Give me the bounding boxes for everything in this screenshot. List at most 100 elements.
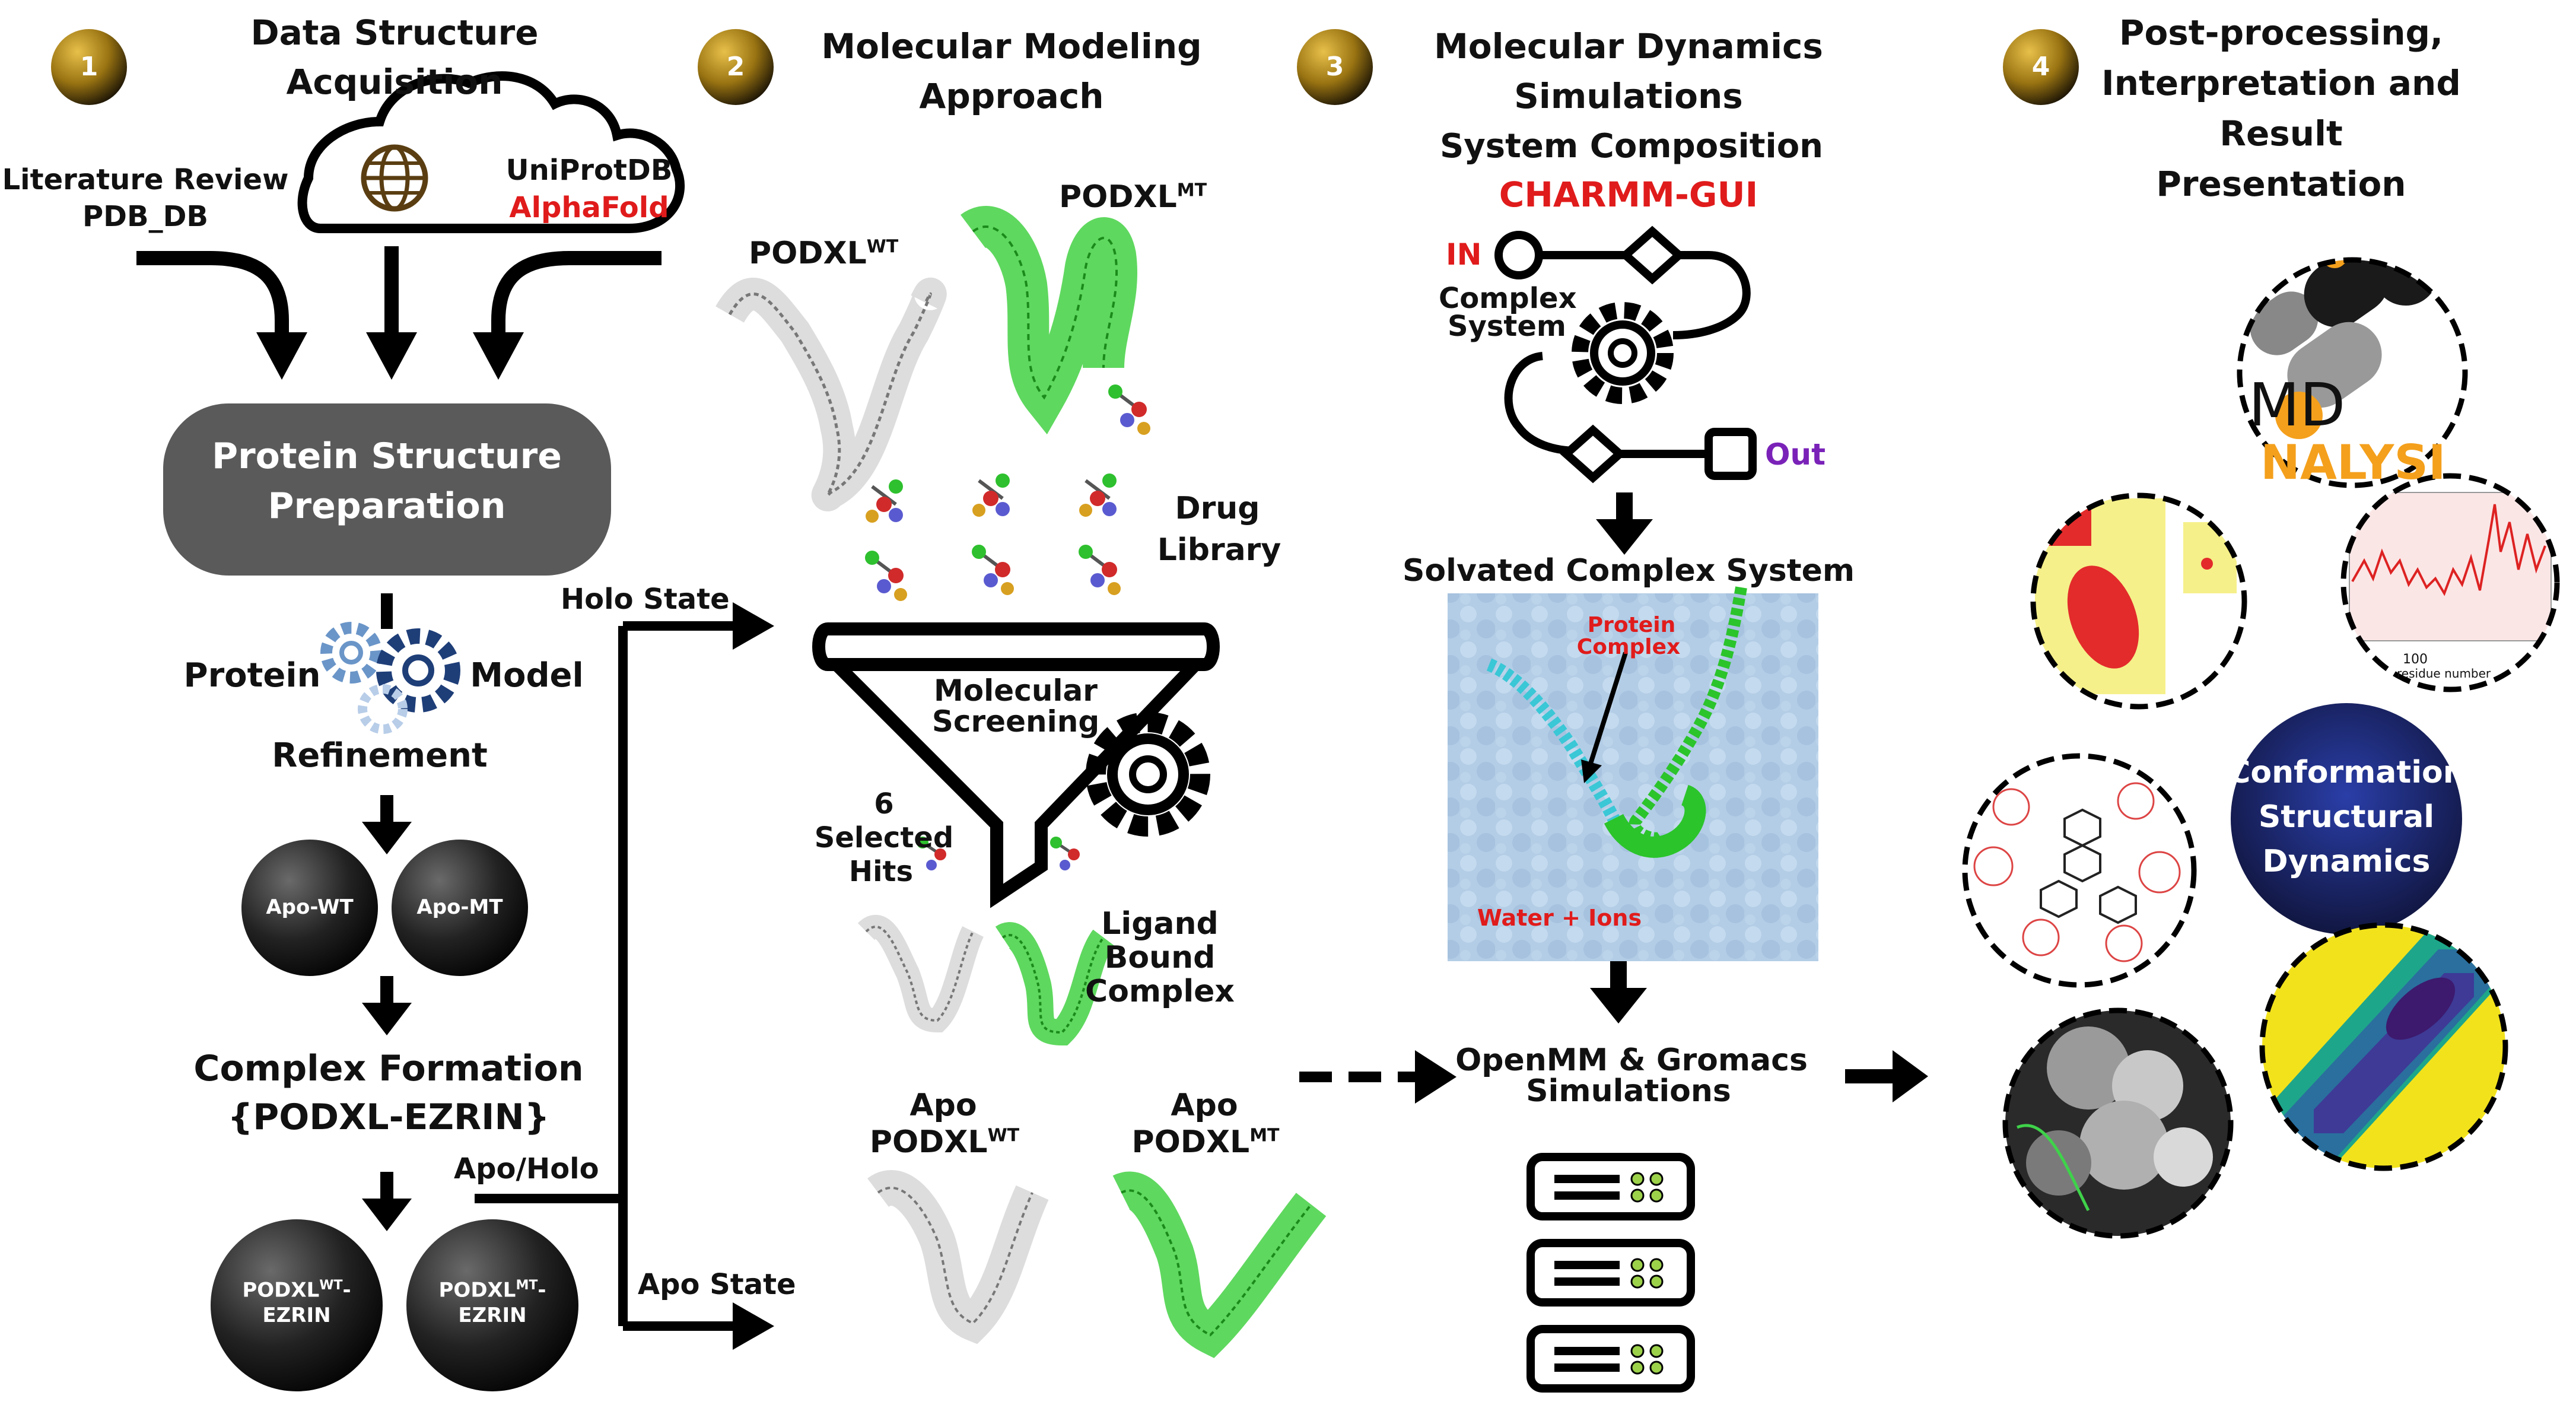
- md-logo-bottom: NALYSI: [2260, 435, 2446, 490]
- step-2-title-line1: Molecular Modeling: [821, 26, 1202, 66]
- screening-funnel-icon: [812, 622, 1220, 908]
- apo-mt-label: Apo-MT: [416, 895, 503, 919]
- apo-mt-ball: [392, 840, 528, 976]
- refine-protein-label: Protein: [183, 656, 321, 695]
- charmm-in-label: IN: [1446, 237, 1482, 272]
- system-composition-label: System Composition: [1439, 127, 1824, 166]
- alphafold-label: AlphaFold: [509, 191, 669, 224]
- apo-holo-label: Apo/Holo: [454, 1152, 599, 1185]
- screening-gear-icon: [1086, 712, 1210, 837]
- arrow-to-analysis: [1845, 1050, 1928, 1102]
- solvated-complex-label: Solvated Complex System: [1402, 553, 1855, 589]
- badge-2-number: 2: [726, 52, 745, 82]
- ligand-bound-complex-structures: [857, 915, 1115, 1046]
- openmm-gromacs-line1: OpenMM & Gromacs: [1455, 1042, 1808, 1078]
- charmm-out-label: Out: [1765, 437, 1826, 472]
- apo-mt-struct-line2: PODXLMT: [1131, 1124, 1280, 1160]
- apo-wt-struct-line1: Apo: [909, 1088, 977, 1123]
- cloud-globe-icon: [297, 71, 685, 233]
- rmsf-plot: [2343, 476, 2557, 689]
- complex-formation-line1: Complex Formation: [193, 1048, 584, 1089]
- podxl-wt-structure: [715, 277, 947, 511]
- conformation-dynamics-ball: [2231, 703, 2462, 935]
- water-ions-label: Water + Ions: [1477, 905, 1642, 931]
- badge-3: [1297, 29, 1373, 105]
- protein-complex-in-water: [1486, 586, 1747, 858]
- protein-complex-line2: Complex: [1576, 635, 1681, 659]
- down-arrows-col3: [1590, 492, 1653, 1024]
- literature-review-label: Literature Review: [2, 163, 289, 196]
- rmsf-axis-label: residue number: [2397, 666, 2491, 681]
- selected-hits-line2: Selected: [814, 821, 954, 854]
- selected-hits-line1: 6: [874, 787, 894, 821]
- apo-structures: [867, 1170, 1327, 1358]
- step-4-title-line4: Presentation: [2156, 164, 2406, 204]
- rmsf-tick-label: 100: [2403, 652, 2428, 667]
- apo-holo-split-arrows: [475, 621, 736, 1331]
- mt-ezrin-label-line2: EZRIN: [458, 1304, 527, 1327]
- step-1-title-line1: Data Structure: [250, 12, 539, 53]
- interaction-diagram: [1965, 756, 2194, 985]
- mt-ezrin-label-line1: PODXLMT-: [438, 1278, 546, 1302]
- podxl-mt-label: PODXLMT: [1059, 179, 1207, 215]
- podxl-wt-label: PODXLWT: [749, 236, 899, 271]
- badge-1: [51, 29, 127, 105]
- md-logo-top: MD: [2249, 370, 2346, 440]
- podxl-wt-ezrin-ball: [211, 1219, 383, 1391]
- badge-2: [698, 29, 774, 105]
- protein-structure-preparation-box: [163, 403, 611, 576]
- pdb-db-label: PDB_DB: [82, 200, 209, 233]
- drug-label: Drug: [1175, 491, 1260, 526]
- step-4-title-line1: Post-processing,: [2119, 12, 2444, 53]
- complex-system-line1: Complex: [1439, 282, 1577, 315]
- apo-wt-struct-line2: PODXLWT: [869, 1124, 1020, 1160]
- conformation-line2: Structural: [2258, 799, 2435, 835]
- holo-state-label: Holo State: [561, 583, 730, 616]
- step-2-title-line2: Approach: [919, 76, 1104, 116]
- badge-4-number: 4: [2031, 52, 2050, 82]
- protein-surface-image: [2005, 1010, 2231, 1236]
- prep-box-line2: Preparation: [268, 485, 506, 527]
- apo-wt-ball: [241, 840, 378, 976]
- badge-3-number: 3: [1325, 52, 1344, 82]
- server-stack-icon: [1526, 1153, 1695, 1393]
- step-1-title-line2: Acquisition: [286, 62, 503, 102]
- ligand-bound-line1: Ligand: [1101, 906, 1219, 942]
- state-arrowheads: [733, 602, 774, 1350]
- charmm-gui-label: CHARMM-GUI: [1499, 174, 1758, 215]
- uniprotdb-label: UniProtDB: [505, 154, 673, 187]
- free-energy-landscape: [2262, 926, 2505, 1168]
- ligand-bound-line2: Bound: [1104, 940, 1216, 975]
- ligand-bound-line3: Complex: [1085, 974, 1235, 1009]
- refine-refinement-label: Refinement: [272, 736, 488, 775]
- wt-ezrin-label-line1: PODXLWT-: [242, 1278, 351, 1302]
- complex-formation-line2: {PODXL-EZRIN}: [227, 1096, 550, 1138]
- library-label: Library: [1157, 532, 1281, 568]
- mdanalysis-logo: [2240, 260, 2465, 485]
- prep-box-line1: Protein Structure: [212, 436, 562, 477]
- step-4-title-line2: Interpretation and: [2101, 63, 2461, 103]
- charmm-gear-icon: [1572, 302, 1674, 404]
- conformation-line3: Dynamics: [2262, 844, 2431, 879]
- dashed-arrow-to-simulation: [1299, 1050, 1456, 1104]
- apo-mt-struct-line1: Apo: [1171, 1088, 1238, 1123]
- molecular-screening-line2: Screening: [931, 704, 1100, 739]
- down-arrows-col1: [362, 795, 412, 1231]
- protein-complex-line1: Protein: [1587, 613, 1676, 637]
- apo-state-label: Apo State: [638, 1268, 796, 1301]
- refine-model-label: Model: [470, 656, 584, 695]
- podxl-mt-ezrin-ball: [406, 1219, 578, 1391]
- selected-hits-line3: Hits: [848, 855, 914, 888]
- badge-1-number: 1: [79, 52, 98, 82]
- solvated-system-box: [1448, 593, 1818, 961]
- apo-wt-label: Apo-WT: [266, 895, 354, 919]
- openmm-gromacs-line2: Simulations: [1526, 1073, 1731, 1109]
- drug-molecules: [865, 384, 1150, 870]
- badge-4: [2003, 29, 2079, 105]
- podxl-mt-structure: [961, 206, 1138, 435]
- charmm-workflow-icon: [1494, 225, 1757, 484]
- complex-system-line2: System: [1448, 310, 1566, 343]
- step-4-title-line3: Result: [2219, 113, 2343, 154]
